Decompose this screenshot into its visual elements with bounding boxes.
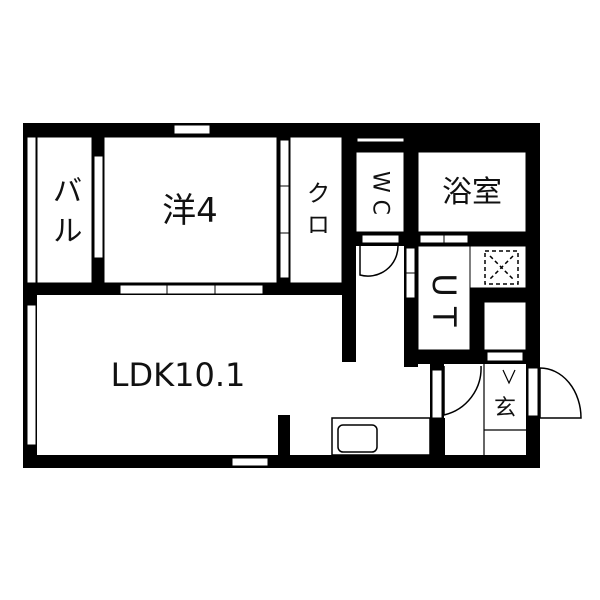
label-wc: W C: [368, 171, 393, 215]
window-balcony: [26, 136, 37, 284]
label-western-room: 洋4: [162, 191, 218, 231]
label-bath: 浴室: [442, 175, 502, 210]
label-closet: ク ロ: [302, 180, 330, 236]
windows: [26, 124, 539, 467]
floor-room-fills: [36, 136, 527, 351]
window-wc: [356, 137, 405, 143]
entrance-lines: [483, 362, 526, 455]
label-utility: U T: [425, 273, 463, 327]
window-ldk: [231, 457, 269, 467]
label-entrance: 玄: [494, 396, 516, 421]
label-balcony: バ ル: [47, 175, 82, 245]
label-ldk: LDK10.1: [111, 356, 246, 394]
window-balcony-door: [93, 155, 104, 259]
kitchen-counter: [331, 417, 431, 456]
doors: [359, 245, 582, 419]
washer-space-icon: [484, 250, 519, 285]
window-western: [173, 124, 211, 135]
